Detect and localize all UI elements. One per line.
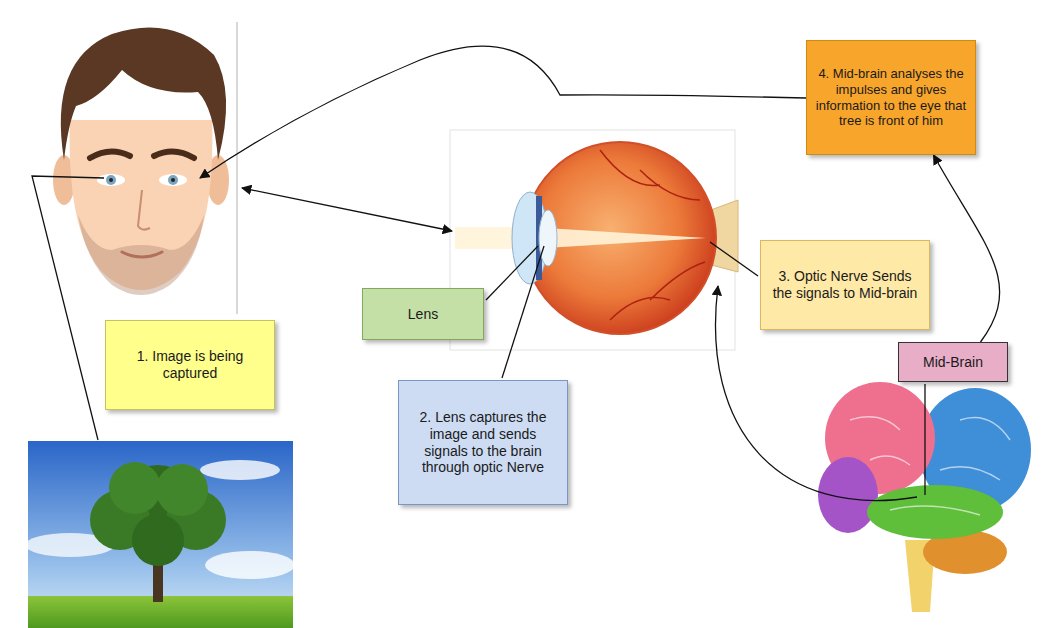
face-illustration <box>97 174 125 186</box>
face-illustration <box>78 215 204 295</box>
step-box: 2. Lens captures the image and sends sig… <box>398 380 568 505</box>
brain-illustration <box>867 485 1003 539</box>
box-text: Mid-Brain <box>923 354 983 371</box>
step-box: 1. Image is being captured <box>105 320 275 410</box>
box-text: Lens <box>408 306 438 323</box>
face-illustration <box>122 252 162 257</box>
leader-line <box>924 384 925 495</box>
eye-illustration <box>539 210 557 266</box>
tree-photo <box>132 514 184 566</box>
brain-illustration <box>818 382 1031 612</box>
tree-photo <box>200 460 280 480</box>
tree-photo <box>205 551 295 579</box>
face-illustration <box>106 175 116 185</box>
eye-illustration <box>450 130 738 350</box>
step-box: 4. Mid-brain analyses the impulses and g… <box>806 40 976 155</box>
box-text: 4. Mid-brain analyses the impulses and g… <box>815 66 967 128</box>
box-text: 3. Optic Nerve Sends the signals to Mid-… <box>769 268 921 302</box>
face-illustration <box>109 178 113 182</box>
leader-line <box>200 46 806 178</box>
leader-line <box>242 188 452 231</box>
connector-arrow <box>934 155 1000 342</box>
face-illustration <box>61 27 226 160</box>
face-illustration <box>138 190 150 230</box>
box-text: 2. Lens captures the image and sends sig… <box>407 409 559 476</box>
eye-illustration <box>455 227 706 249</box>
leader-line <box>32 46 925 500</box>
box-text: 1. Image is being captured <box>114 348 266 382</box>
tree-photo <box>109 462 161 514</box>
face-illustration <box>90 151 130 158</box>
leader-line <box>502 246 544 378</box>
face-illustration <box>159 174 187 186</box>
leader-line <box>486 246 538 300</box>
eye-illustration <box>450 130 735 350</box>
face-illustration <box>154 151 194 158</box>
face-illustration <box>40 22 237 314</box>
face-illustration <box>236 22 238 314</box>
face-illustration <box>171 178 175 182</box>
face-illustration <box>40 22 237 314</box>
leader-line <box>32 176 104 440</box>
part-label-box: Mid-Brain <box>898 342 1008 382</box>
tree-photo <box>156 464 208 516</box>
leader-line <box>710 242 758 276</box>
step-box: 3. Optic Nerve Sends the signals to Mid-… <box>760 240 930 330</box>
tree-photo <box>25 441 295 628</box>
face-illustration <box>168 175 178 185</box>
part-label-box: Lens <box>362 288 484 340</box>
